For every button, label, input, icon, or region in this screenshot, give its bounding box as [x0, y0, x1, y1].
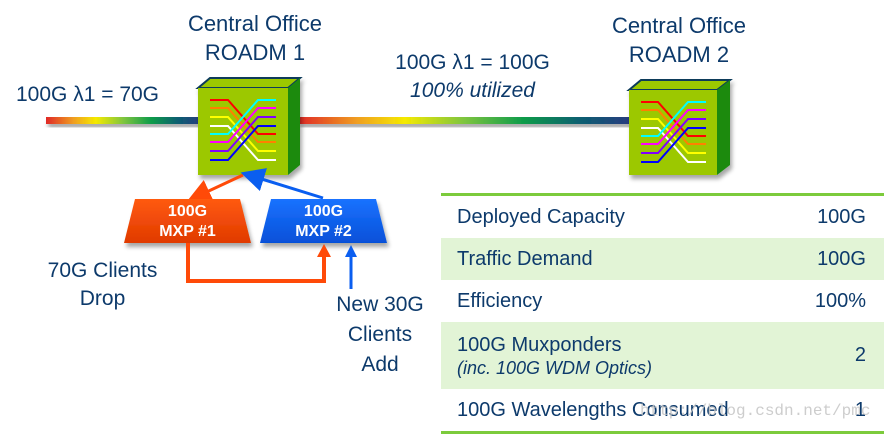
row-label-group: 100G Muxponders (inc. 100G WDM Optics): [441, 322, 787, 389]
fiber-left: [46, 117, 202, 124]
middle-link-utilization: 100% utilized: [410, 79, 535, 102]
row-value: 2: [786, 322, 884, 389]
add-arrowhead: [345, 245, 357, 257]
client-loop-arrowhead: [317, 244, 331, 257]
row-value: 100G: [786, 238, 884, 280]
row-label: Deployed Capacity: [457, 205, 625, 228]
stats-table: Deployed Capacity 100G Traffic Demand 10…: [441, 193, 884, 434]
row-value: 100%: [814, 289, 866, 312]
mxp-2-shape: [260, 199, 387, 243]
drop-line2: Drop: [79, 287, 126, 310]
mxp-1-shape: [124, 199, 251, 243]
fiber-middle: [298, 117, 632, 124]
watermark: http://blog.csdn.net/pmc: [640, 402, 871, 420]
table-row: 100G Wavelengths Consumed 1: [441, 389, 884, 433]
mxp-2-line1: 100G: [303, 203, 344, 220]
add-clients-label: New 30G Clients Add: [318, 290, 442, 380]
add-line3: Add: [361, 353, 399, 376]
roadm-2-icon: [626, 79, 733, 175]
add-line1: New 30G: [336, 293, 424, 316]
row-label: Traffic Demand: [441, 238, 787, 280]
roadm-2-title-line1: Central Office: [611, 13, 747, 38]
arrow-roadm-to-mxp1: [187, 173, 244, 202]
roadm-1-icon: [195, 77, 303, 175]
roadm-2-title-line2: ROADM 2: [628, 42, 730, 67]
table-row: Deployed Capacity 100G: [441, 195, 884, 239]
row-sublabel: (inc. 100G WDM Optics): [457, 357, 653, 378]
roadm-2-title: Central Office ROADM 2: [574, 11, 784, 69]
middle-link-label: 100G λ1 = 100G 100% utilized: [370, 49, 575, 105]
mxp-2-label: 100G MXP #2: [260, 202, 387, 242]
row-label: 100G Wavelengths Consumed: [457, 398, 729, 421]
row-label: 100G Muxponders: [457, 333, 622, 356]
roadm-1-title-line2: ROADM 1: [204, 40, 306, 65]
row-value: 100G: [817, 205, 866, 228]
mxp-1-line2: MXP #1: [159, 223, 216, 240]
row-value: 1: [854, 398, 866, 421]
drop-clients-label: 70G Clients Drop: [30, 257, 175, 313]
roadm-1-title-line1: Central Office: [187, 11, 323, 36]
middle-link-capacity: 100G λ1 = 100G: [395, 51, 550, 74]
mxp-1-line1: 100G: [167, 203, 208, 220]
row-label: Efficiency: [457, 289, 543, 312]
drop-line1: 70G Clients: [47, 259, 158, 282]
arrow-mxp2-to-roadm: [240, 168, 324, 200]
table-row: Efficiency 100%: [441, 280, 884, 322]
mxp-1-label: 100G MXP #1: [124, 202, 251, 242]
table-row: Traffic Demand 100G: [441, 238, 884, 280]
mxp-2-line2: MXP #2: [295, 223, 352, 240]
roadm-1-title: Central Office ROADM 1: [150, 9, 360, 67]
add-line2: Clients: [347, 323, 413, 346]
left-link-label: 100G λ1 = 70G: [16, 83, 160, 106]
client-loop-path: [186, 243, 326, 283]
table-row: 100G Muxponders (inc. 100G WDM Optics) 2: [441, 322, 884, 389]
